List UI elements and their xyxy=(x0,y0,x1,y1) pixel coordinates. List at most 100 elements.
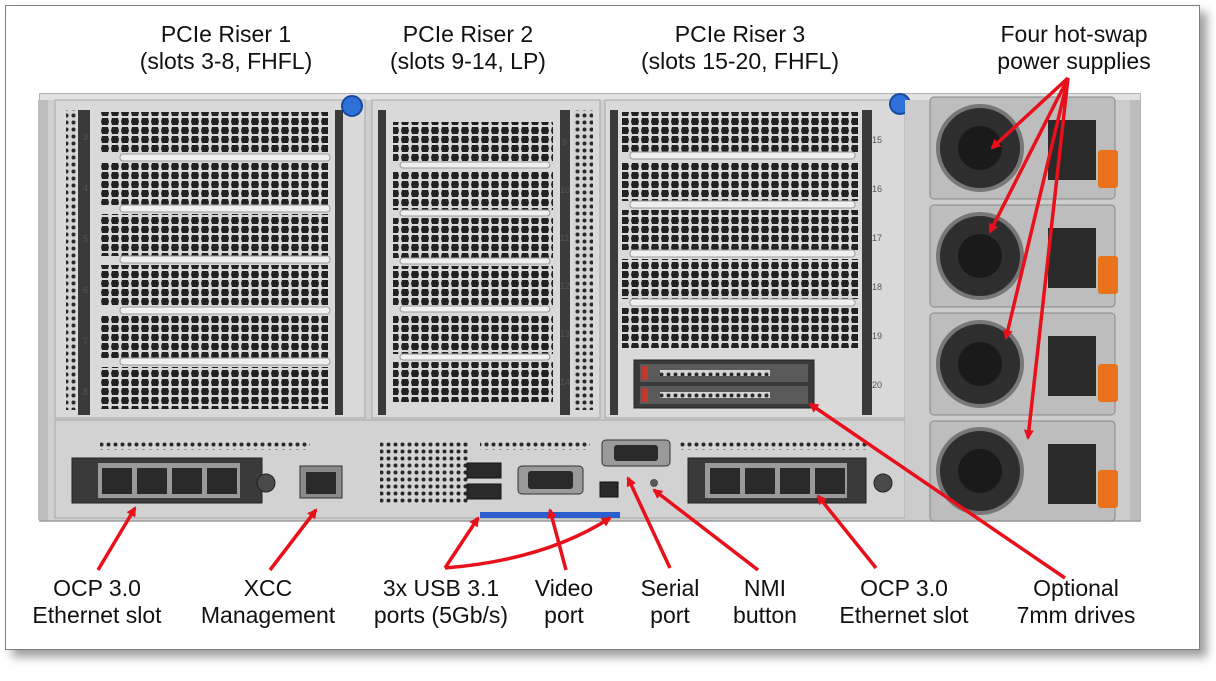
thumbscrew[interactable] xyxy=(341,95,363,117)
pcie-slot-6[interactable] xyxy=(100,265,331,315)
slot-number: 8 xyxy=(83,387,88,397)
slot-number: 16 xyxy=(872,184,882,194)
label-video: Video port xyxy=(535,575,593,629)
label-line: Serial xyxy=(640,575,700,601)
pcie-slot-18[interactable] xyxy=(622,259,858,307)
label-line: (slots 3-8, FHFL) xyxy=(139,48,313,74)
label-line: PCIe Riser 2 xyxy=(402,21,534,47)
arrow-psu-4 xyxy=(1023,77,1070,440)
slot-number: 13 xyxy=(560,329,570,339)
pcie-slot-12[interactable] xyxy=(393,266,553,313)
usb-ports[interactable] xyxy=(466,462,619,500)
power-supply-3[interactable] xyxy=(929,312,1118,416)
arrow-psu-3 xyxy=(1002,77,1070,340)
pcie-slot-17[interactable] xyxy=(622,210,858,258)
label-line: button xyxy=(733,602,797,628)
label-line: (slots 15-20, FHFL) xyxy=(640,48,840,74)
arrow-xcc xyxy=(268,508,318,572)
label-line: Ethernet slot xyxy=(839,602,969,628)
label-pcie-riser-2: PCIe Riser 2 (slots 9-14, LP) xyxy=(390,21,546,75)
xcc-management-port[interactable] xyxy=(299,465,343,499)
arrow-psu-1 xyxy=(990,76,1070,150)
arrow-nmi xyxy=(652,488,760,572)
slot-number: 7 xyxy=(83,336,88,346)
label-line: Ethernet slot xyxy=(32,602,162,628)
arrow-video xyxy=(547,508,568,571)
pcie-slot-8[interactable] xyxy=(100,367,328,409)
slot-number: 3 xyxy=(83,132,88,142)
pcie-riser-1: 3 4 5 6 7 8 xyxy=(54,95,366,419)
label-line: NMI xyxy=(743,575,787,601)
label-line: XCC xyxy=(243,575,293,601)
serial-port[interactable] xyxy=(601,439,671,467)
pcie-slot-11[interactable] xyxy=(393,218,553,265)
pcie-slot-4[interactable] xyxy=(100,163,331,213)
slot-number: 6 xyxy=(83,285,88,295)
arrow-psu-2 xyxy=(988,77,1070,234)
arrow-ocp-right xyxy=(816,494,878,570)
pcie-slot-10[interactable] xyxy=(393,170,553,217)
pcie-slot-5[interactable] xyxy=(100,214,331,264)
label-line: port xyxy=(544,602,584,628)
power-supply-1[interactable] xyxy=(929,96,1118,200)
drive-bay-7mm[interactable] xyxy=(633,359,815,409)
arrow-drives xyxy=(808,402,1066,580)
label-line: port xyxy=(650,602,690,628)
pcie-slot-9[interactable] xyxy=(393,122,553,169)
label-line: 3x USB 3.1 xyxy=(382,575,500,601)
label-pcie-riser-1: PCIe Riser 1 (slots 3-8, FHFL) xyxy=(140,21,313,75)
label-line: OCP 3.0 xyxy=(53,575,141,601)
video-port[interactable] xyxy=(517,465,584,495)
slot-number: 17 xyxy=(872,233,882,243)
slot-number: 11 xyxy=(560,233,569,243)
label-ocp-left: OCP 3.0 Ethernet slot xyxy=(32,575,161,629)
label-line: (slots 9-14, LP) xyxy=(390,48,546,74)
label-line: Four hot-swap xyxy=(1000,21,1148,47)
label-ocp-right: OCP 3.0 Ethernet slot xyxy=(839,575,968,629)
label-line: 7mm drives xyxy=(1016,602,1136,628)
pcie-slot-3[interactable] xyxy=(100,112,331,162)
label-nmi: NMI button xyxy=(733,575,797,629)
slot-number: 18 xyxy=(872,282,882,292)
slot-number: 9 xyxy=(562,137,567,147)
pcie-slot-14[interactable] xyxy=(393,362,553,402)
ocp-ethernet-slot-left[interactable] xyxy=(71,457,276,504)
label-line: PCIe Riser 1 xyxy=(160,21,292,47)
callout-arrows xyxy=(96,76,1070,580)
label-power-supplies: Four hot-swap power supplies xyxy=(997,21,1150,75)
pcie-riser-2: 9 10 11 12 13 14 xyxy=(371,99,601,419)
slot-number: 4 xyxy=(83,183,88,193)
pcie-riser-3: 15 16 17 18 19 20 xyxy=(604,93,911,419)
arrow-usb-1 xyxy=(443,516,480,569)
label-usb: 3x USB 3.1 ports (5Gb/s) xyxy=(374,575,508,629)
arrow-ocp-left xyxy=(96,506,137,571)
ocp-ethernet-slot-right[interactable] xyxy=(687,457,893,504)
power-supply-2[interactable] xyxy=(929,204,1118,308)
label-line: Optional xyxy=(1033,575,1119,601)
label-line: power supplies xyxy=(997,48,1151,74)
arrow-serial xyxy=(626,476,672,569)
vent-strip xyxy=(66,110,76,410)
pcie-slot-19[interactable] xyxy=(622,308,858,348)
label-line: Management xyxy=(200,602,336,628)
slot-number: 10 xyxy=(560,185,570,195)
slot-number: 20 xyxy=(872,380,882,390)
slot-number: 14 xyxy=(560,377,570,387)
label-line: PCIe Riser 3 xyxy=(674,21,806,47)
pcie-slot-16[interactable] xyxy=(622,161,858,209)
label-drives: Optional 7mm drives xyxy=(1017,575,1136,629)
arrow-usb-2 xyxy=(444,516,612,570)
label-pcie-riser-3: PCIe Riser 3 (slots 15-20, FHFL) xyxy=(641,21,839,75)
label-serial: Serial port xyxy=(641,575,700,629)
slot-number: 12 xyxy=(560,281,570,291)
vent-strip xyxy=(573,110,593,410)
pcie-slot-13[interactable] xyxy=(393,314,553,361)
pcie-slot-15[interactable] xyxy=(622,112,858,160)
label-line: Video xyxy=(534,575,594,601)
slot-number: 15 xyxy=(872,135,882,145)
power-supply-4[interactable] xyxy=(929,420,1118,522)
label-line: OCP 3.0 xyxy=(860,575,948,601)
pcie-slot-7[interactable] xyxy=(100,316,331,366)
nmi-button[interactable] xyxy=(650,479,658,487)
